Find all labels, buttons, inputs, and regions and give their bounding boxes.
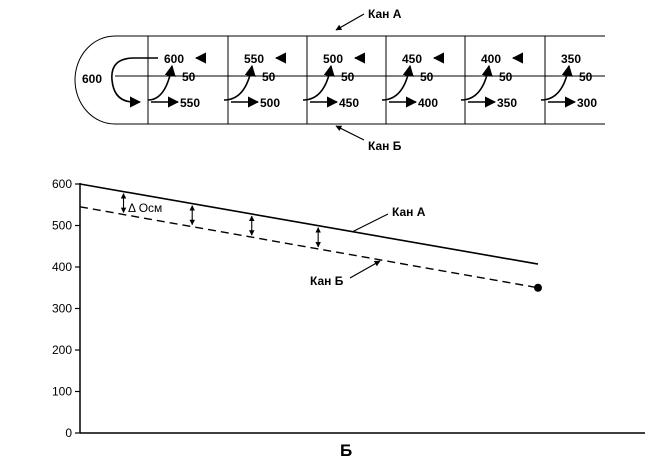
transport-arrow <box>460 64 493 101</box>
series-line-canal-b <box>79 206 539 289</box>
interstitial-gradient-value: 50 <box>182 70 196 84</box>
series-line-canal-a <box>79 183 539 265</box>
transport-arrow <box>147 64 176 101</box>
transport-arrow <box>302 64 335 101</box>
chart: 0 100 200 300 400 500 600 Δ Осм Кан А Кан Б <box>52 177 645 440</box>
interstitial-gradient-value: 50 <box>262 70 276 84</box>
canal-a-value: 500 <box>323 52 343 66</box>
y-tick-label: 100 <box>52 385 72 399</box>
segment-dividers <box>147 36 546 124</box>
canal-a-value: 450 <box>402 52 422 66</box>
delta-label: Δ Осм <box>128 201 162 215</box>
y-tick-label: 400 <box>52 260 72 274</box>
y-tick-label: 0 <box>65 426 72 440</box>
canal-b-pointer <box>335 125 365 141</box>
tube-outline <box>74 35 605 125</box>
canal-a-leader <box>351 213 389 233</box>
transport-arrow <box>540 64 573 101</box>
canal-b-value: 300 <box>577 96 597 110</box>
y-tick-label: 600 <box>52 177 72 191</box>
interstitial-gradient-value: 50 <box>579 70 593 84</box>
canal-b-value: 500 <box>260 96 280 110</box>
transport-arrow <box>223 64 256 101</box>
y-tick-label: 200 <box>52 343 72 357</box>
canal-a-value: 600 <box>164 52 184 66</box>
y-tick-label: 500 <box>52 219 72 233</box>
chart-canal-a-label: Кан А <box>392 205 426 219</box>
canal-a-value: 550 <box>244 52 264 66</box>
y-tick-label: 300 <box>52 302 72 316</box>
loop-start-value: 600 <box>82 72 102 86</box>
canal-b-value: 550 <box>180 96 200 110</box>
canal-a-value: 350 <box>561 52 581 66</box>
loop-diagram: 600 600 50 550 550 50 500 500 50 450 450 50 400 400 5… <box>74 7 605 153</box>
canal-a-pointer <box>335 13 365 31</box>
segment-values: 600 50 550 550 50 500 500 50 450 450 50 400 400 50 350… <box>164 52 597 110</box>
loop-turn-arrow <box>111 57 158 108</box>
interstitial-gradient-value: 50 <box>341 70 355 84</box>
figure-caption: Б <box>340 441 352 460</box>
flow-arrows <box>111 52 577 108</box>
canal-a-label: Кан А <box>368 7 402 21</box>
canal-b-value: 350 <box>497 96 517 110</box>
interstitial-gradient-value: 50 <box>499 70 513 84</box>
series-end-point-canal-b <box>534 283 542 292</box>
canal-b-label: Кан Б <box>368 139 402 153</box>
delta-markers <box>120 193 321 248</box>
canal-a-value: 400 <box>481 52 501 66</box>
canal-b-value: 450 <box>339 96 359 110</box>
canal-b-value: 400 <box>418 96 438 110</box>
interstitial-gradient-value: 50 <box>420 70 434 84</box>
y-ticks: 0 100 200 300 400 500 600 <box>52 177 80 440</box>
canal-b-leader <box>349 260 381 279</box>
chart-canal-b-label: Кан Б <box>310 274 344 288</box>
transport-arrow <box>381 64 414 101</box>
